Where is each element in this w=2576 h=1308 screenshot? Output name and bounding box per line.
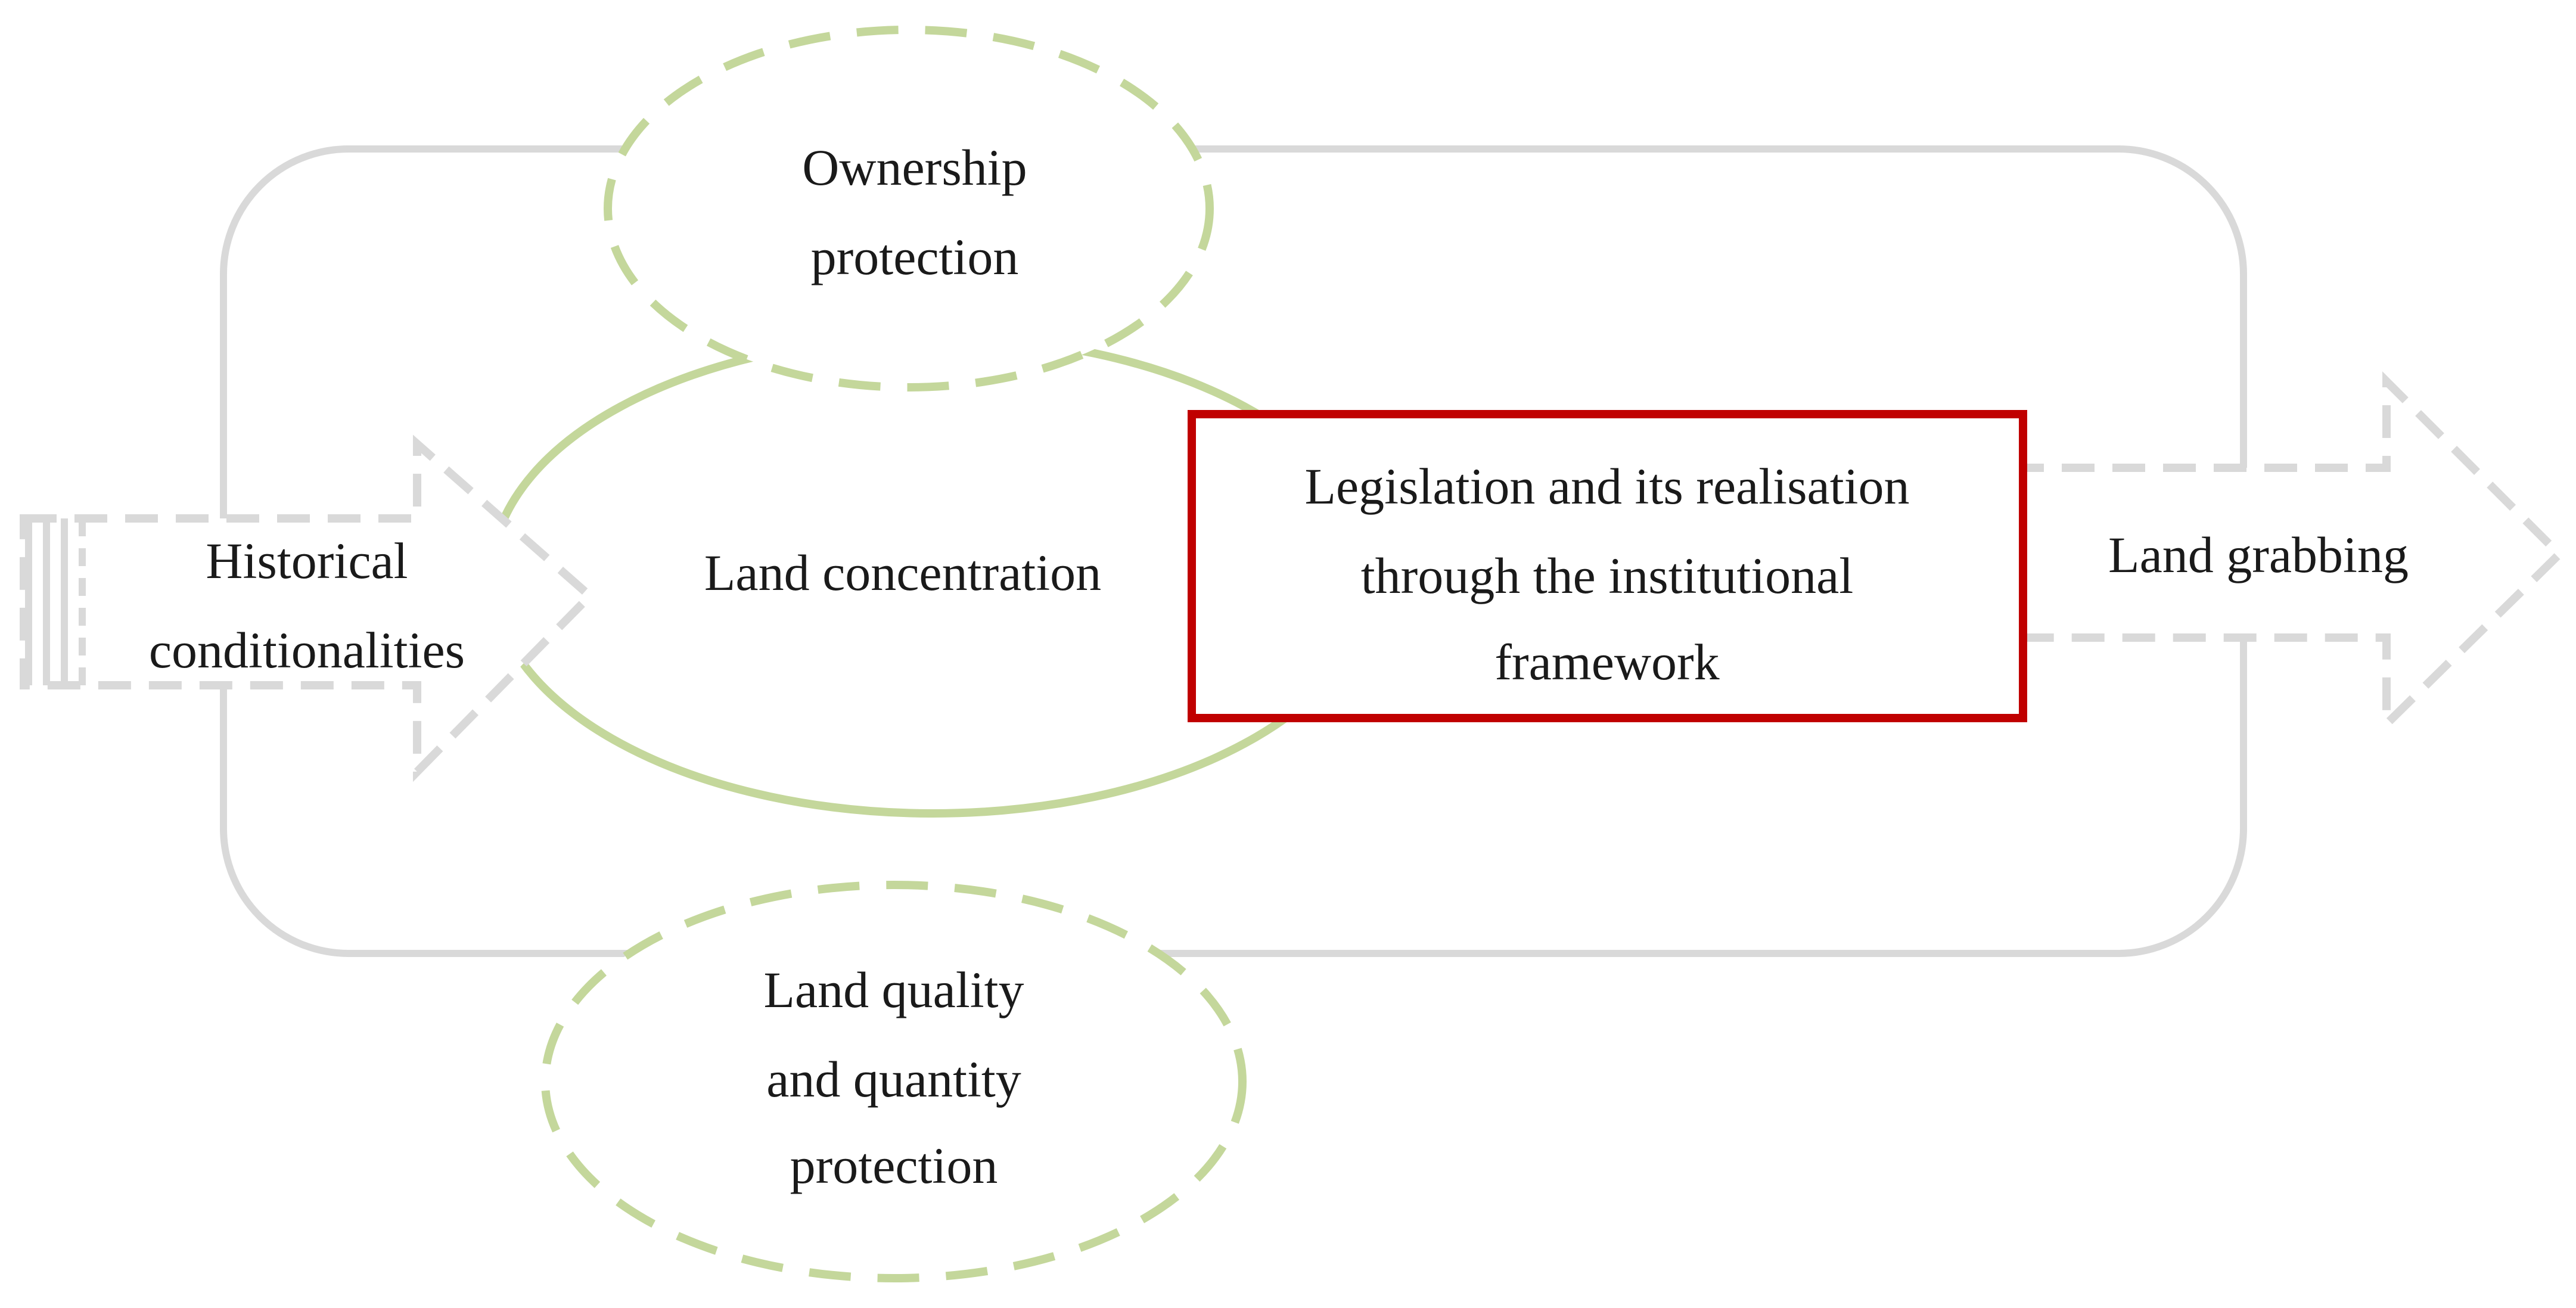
land-grabbing-label: Land grabbing [2108,526,2409,583]
historical-arrow-tail [25,518,86,685]
ownership-line-2: protection [811,228,1019,285]
quality-line-2: and quantity [766,1051,1021,1108]
quality-line-1: Land quality [763,961,1024,1018]
land-concentration-label: Land concentration [704,544,1101,601]
land-quality-label: Land quality and quantity protection [763,961,1024,1194]
concentration-line-1: Land concentration [704,544,1101,601]
ownership-protection-ellipse [604,26,1214,392]
historical-arrow [20,434,596,782]
historical-line-2: conditionalities [149,622,465,679]
historical-conditionalities-label: Historical conditionalities [149,532,465,679]
quality-line-3: protection [790,1137,998,1194]
legislation-line-2: through the institutional [1361,547,1854,604]
ownership-protection-label: Ownership protection [802,139,1027,285]
ownership-line-1: Ownership [802,139,1027,196]
legislation-line-3: framework [1494,633,1719,691]
legislation-line-1: Legislation and its realisation [1304,458,1909,515]
land-quality-ellipse [541,881,1247,1282]
historical-line-1: Historical [206,532,408,589]
grabbing-line-1: Land grabbing [2108,526,2409,583]
legislation-box [1188,410,2027,722]
legislation-label: Legislation and its realisation through … [1304,458,1909,691]
